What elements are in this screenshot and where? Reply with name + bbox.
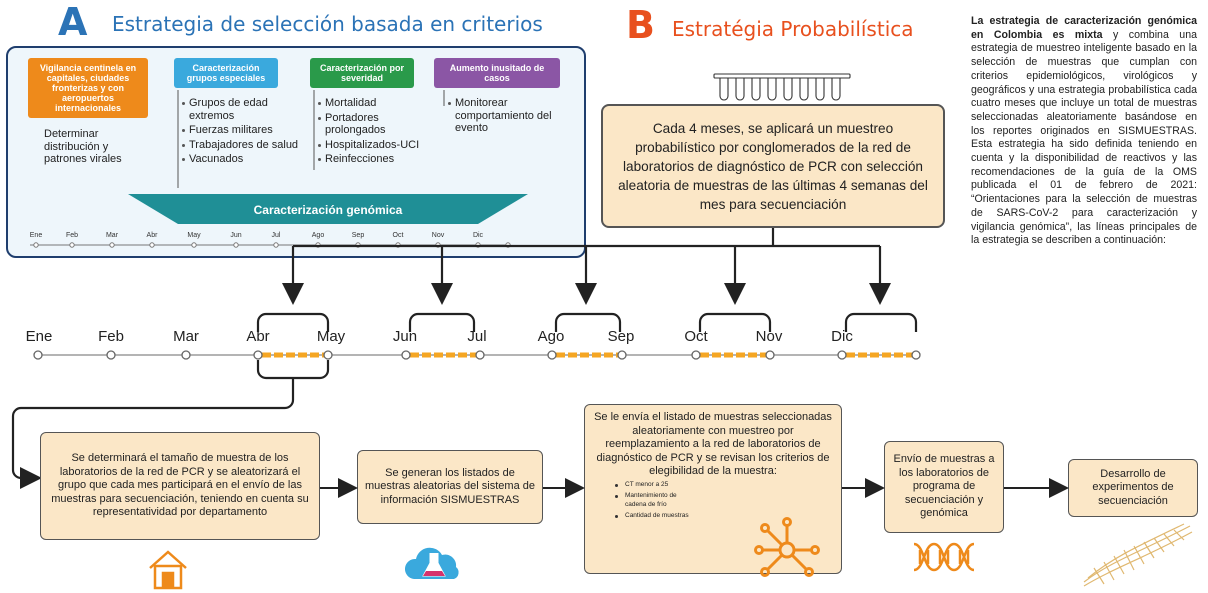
criterion-item: Fuerzas militares [182,124,306,137]
dna-helix-icon [913,542,975,572]
mini-month-label: Ago [311,232,325,239]
col2-list: Grupos de edad extremos Fuerzas militare… [182,97,306,168]
probabilistic-main-box: Cada 4 meses, se aplicará un muestreo pr… [601,104,945,228]
step-3-box: Se le envía el listado de muestras selec… [584,404,842,574]
category-centinela: Vigilancia centinela en capitales, ciuda… [28,58,148,118]
col1-text: Determinar distribución y patrones viral… [44,128,122,165]
timeline-month-label: Oct [684,328,708,345]
mini-month-label: Ene [29,232,43,239]
criterion-item: Monitorear comportamiento del evento [448,97,568,135]
criterion-item: Grupos de edad extremos [182,97,306,122]
timeline-month-label: Dic [831,328,853,345]
category-severidad: Caracterización por severidad [310,58,414,88]
criterion-item: Portadores prolongados [318,112,428,137]
lab-house-icon [149,550,187,590]
mini-month-label: Jul [271,232,281,239]
timeline-month-label: Abr [246,328,270,345]
panel-a-title: Estrategia de selección basada en criter… [112,12,543,36]
step-3-text: Se le envía el listado de muestras selec… [594,411,832,477]
step-2-box: Se generan los listados de muestras alea… [357,450,543,524]
criterion-item: Vacunados [182,153,306,166]
timeline-month-label: Jul [467,328,487,345]
col3-list: Mortalidad Portadores prolongados Hospit… [318,97,428,168]
panel-b-title: Estratégia Probabilística [672,17,914,41]
timeline-month-label: Feb [98,328,124,345]
mini-month-label: Abr [146,232,158,239]
criterion-item: Reinfecciones [318,153,428,166]
timeline-month-label: Nov [755,328,783,345]
test-tubes-icon [713,73,851,101]
panel-a-connectors [128,90,528,224]
panel-a-letter: A [58,0,88,44]
mini-month-label: Jun [230,232,242,239]
category-grupos-especiales: Caracterización grupos especiales [174,58,278,88]
mini-month-label: Sep [351,232,365,239]
sequencing-wave-icon [1083,523,1193,587]
step-1-box: Se determinará el tamaño de muestra de l… [40,432,320,540]
timeline-month-label: Mar [173,328,199,345]
strategy-description: La estrategia de caracterización genómic… [971,15,1197,248]
mini-month-label: Dic [472,232,484,239]
criteria-item: Cantidad de muestras [615,512,705,521]
mini-month-label: May [187,232,201,239]
criterion-item: Hospitalizados-UCI [318,139,428,152]
mini-month-label: Feb [65,232,79,239]
timeline-month-label: May [316,328,346,345]
criterion-item: Trabajadores de salud [182,139,306,152]
criteria-item: CT menor a 25 [615,481,695,490]
criteria-item: Mantenimiento de cadena de frío [615,492,685,509]
timeline-month-label: Jun [392,328,418,345]
mini-month-label: Nov [431,232,445,239]
timeline-month-label: Ago [537,328,565,345]
genomic-banner: Caracterización genómica [253,203,403,217]
network-node-icon [754,517,820,577]
mini-month-label: Oct [392,232,404,239]
panel-b-letter: B [626,3,655,47]
step-3-criteria-list: CT menor a 25 Mantenimiento de cadena de… [591,479,835,524]
strategy-description-lead: La estrategia de caracterización genómic… [971,15,1197,41]
mini-month-label: Mar [105,232,119,239]
col4-list: Monitorear comportamiento del evento [448,97,568,137]
criterion-item: Mortalidad [318,97,428,110]
cloud-flask-icon [404,547,459,579]
panel-a-box: Vigilancia centinela en capitales, ciuda… [6,46,586,258]
timeline-month-label: Ene [25,328,53,345]
strategy-description-body: y combina una estrategia de muestreo int… [971,28,1197,247]
step-4-box: Envío de muestras a los laboratorios de … [884,441,1004,533]
timeline-month-label: Sep [607,328,635,345]
category-aumento-casos: Aumento inusitado de casos [434,58,560,88]
main-timeline [11,228,921,489]
step-5-box: Desarrollo de experimentos de secuenciac… [1068,459,1198,517]
